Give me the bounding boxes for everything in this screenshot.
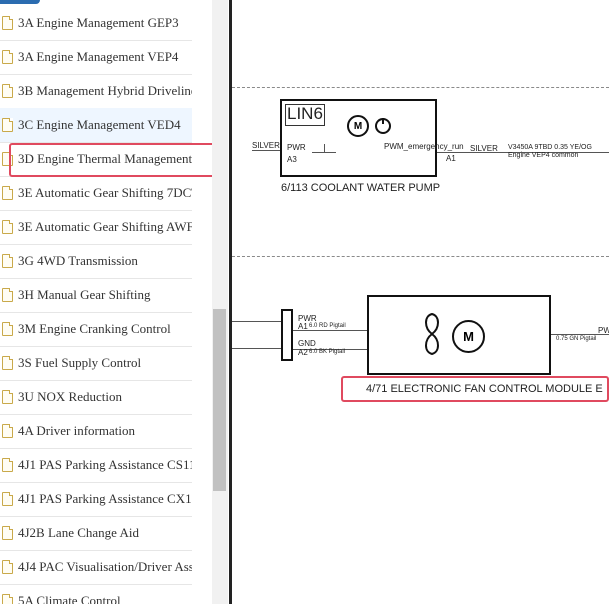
pane-divider[interactable]: [229, 0, 232, 604]
document-icon: [2, 458, 13, 472]
wire-fan-out: [551, 334, 609, 335]
wire-fan-a2: [293, 349, 367, 350]
document-icon: [2, 390, 13, 404]
pin-a2-label: A2: [298, 348, 308, 357]
fan-blade-icon: [425, 312, 439, 356]
tree-item-label: 3U NOX Reduction: [18, 389, 122, 404]
tree-item-label: 4A Driver information: [18, 423, 135, 438]
tree-item[interactable]: 3C Engine Management VED4: [0, 108, 192, 143]
tree-item[interactable]: 3A Engine Management GEP3: [0, 6, 192, 41]
document-icon: [2, 526, 13, 540]
tree-item[interactable]: 3G 4WD Transmission: [0, 244, 192, 279]
wire-right-pump: [437, 152, 609, 153]
coolant-pump-box: [280, 99, 437, 177]
tree-item-label: 4J1 PAS Parking Assistance CS11 CC: [18, 457, 192, 472]
document-icon: [2, 594, 13, 604]
tree-item[interactable]: 3B Management Hybrid Driveline: [0, 74, 192, 109]
wire-fan-a1: [293, 330, 367, 331]
pump-rotor-tick: [382, 118, 384, 124]
tree-item-label: 3A Engine Management VEP4: [18, 49, 179, 64]
document-icon: [2, 50, 13, 64]
document-icon: [2, 186, 13, 200]
document-icon: [2, 16, 13, 30]
document-icon: [2, 322, 13, 336]
tree-item[interactable]: 5A Climate Control: [0, 584, 192, 604]
tree-item-label: 4J2B Lane Change Aid: [18, 525, 139, 540]
highlight-box-component-title: [341, 376, 609, 402]
tree-item[interactable]: 4J1 PAS Parking Assistance CS11 CC: [0, 448, 192, 483]
document-tree-sidebar: 3A Engine Management GEP3 3A Engine Mana…: [0, 0, 212, 604]
tree-item-label: 3G 4WD Transmission: [18, 253, 138, 268]
wire-sub-label: Engine VEP4 common: [508, 152, 579, 159]
document-icon: [2, 492, 13, 506]
document-icon: [2, 356, 13, 370]
tree-item-label: 3B Management Hybrid Driveline: [18, 83, 192, 98]
document-icon: [2, 288, 13, 302]
document-icon: [2, 118, 13, 132]
wire-code-label: V3450A 9TBD 0.35 YE/OG: [508, 144, 592, 151]
fan-component-title: 4/71 ELECTRONIC FAN CONTROL MODULE E: [366, 383, 603, 395]
section-divider-middle: [232, 256, 609, 257]
wire-spec-label: 6.0 BK Pigtail: [309, 349, 346, 355]
tree-item-label: 3A Engine Management GEP3: [18, 15, 179, 30]
tree-item-label: 4J1 PAS Parking Assistance CX11: [18, 491, 192, 506]
pump-motor-symbol: M: [347, 115, 369, 137]
pin-a1-label: A1: [298, 322, 308, 331]
tree-item[interactable]: 3E Automatic Gear Shifting AWF22: [0, 210, 192, 245]
section-divider-top: [232, 87, 609, 88]
tree-item-label: 3S Fuel Supply Control: [18, 355, 142, 370]
sidebar-scrollbar-thumb[interactable]: [213, 309, 226, 491]
document-icon: [2, 220, 13, 234]
pin-a3-label: A3: [287, 155, 297, 164]
connector-block: [281, 309, 293, 361]
tree-item-label: 3C Engine Management VED4: [18, 117, 181, 132]
tree-item-label: 3E Automatic Gear Shifting 7DCT: [18, 185, 192, 200]
fan-module-box: [367, 295, 551, 375]
tree-item[interactable]: 4J4 PAC Visualisation/Driver Assistance: [0, 550, 192, 585]
tree-item[interactable]: 3M Engine Cranking Control: [0, 312, 192, 347]
wire-color-label: SILVER: [470, 144, 498, 153]
document-icon: [2, 254, 13, 268]
tree-item[interactable]: 3A Engine Management VEP4: [0, 40, 192, 75]
wiring-diagram-view: SILVER LIN6 M PWR A3 PWM_emergency_run A…: [232, 0, 609, 604]
sidebar-top-tab[interactable]: [0, 0, 40, 4]
document-icon: [2, 424, 13, 438]
pump-component-title: 6/113 COOLANT WATER PUMP: [281, 182, 441, 194]
wire-color-label: SILVER: [252, 141, 280, 150]
pin-pwr-label: PWR: [298, 314, 317, 323]
tree-item-label: 3M Engine Cranking Control: [18, 321, 171, 336]
wire-spec-label: 0.75 GN Pigtail: [556, 336, 597, 342]
wire-left-pump: [252, 150, 280, 151]
wire-fan-gnd-in: [232, 348, 281, 349]
document-icon: [2, 84, 13, 98]
wire-spec-label: 6.0 RD Pigtail: [309, 323, 346, 329]
ground-symbol-line: [312, 152, 336, 153]
tree-item[interactable]: 3S Fuel Supply Control: [0, 346, 192, 381]
pin-gnd-label: GND: [298, 339, 316, 348]
highlight-box-selected-item: [9, 143, 216, 177]
tree-item[interactable]: 3H Manual Gear Shifting: [0, 278, 192, 313]
tree-item[interactable]: 4J2B Lane Change Aid: [0, 516, 192, 551]
tree-item-label: 3H Manual Gear Shifting: [18, 287, 151, 302]
tree-item[interactable]: 4A Driver information: [0, 414, 192, 449]
tree-item-label: 5A Climate Control: [18, 593, 121, 604]
tree-item[interactable]: 3U NOX Reduction: [0, 380, 192, 415]
pin-pw-label: PW: [598, 326, 609, 335]
tree-item[interactable]: 4J1 PAS Parking Assistance CX11: [0, 482, 192, 517]
tree-item[interactable]: 3E Automatic Gear Shifting 7DCT: [0, 176, 192, 211]
wire-fan-pwr-in: [232, 321, 281, 322]
pin-pwr-label: PWR: [287, 143, 306, 152]
pin-pwm-label: PWM_emergency_run: [384, 142, 464, 151]
tree-item-label: 4J4 PAC Visualisation/Driver Assistance: [18, 559, 192, 574]
tree-item-label: 3D Engine Thermal Management: [18, 151, 192, 166]
sidebar-scrollbar-track[interactable]: [212, 0, 228, 604]
lin-tag-label: LIN6: [287, 104, 323, 123]
fan-motor-symbol: M: [452, 320, 485, 353]
tree-item-label: 3E Automatic Gear Shifting AWF22: [18, 219, 192, 234]
lin-tag-frame: [285, 104, 325, 126]
ground-symbol-stem: [324, 144, 325, 152]
pin-a1-label: A1: [446, 154, 456, 163]
document-icon: [2, 560, 13, 574]
